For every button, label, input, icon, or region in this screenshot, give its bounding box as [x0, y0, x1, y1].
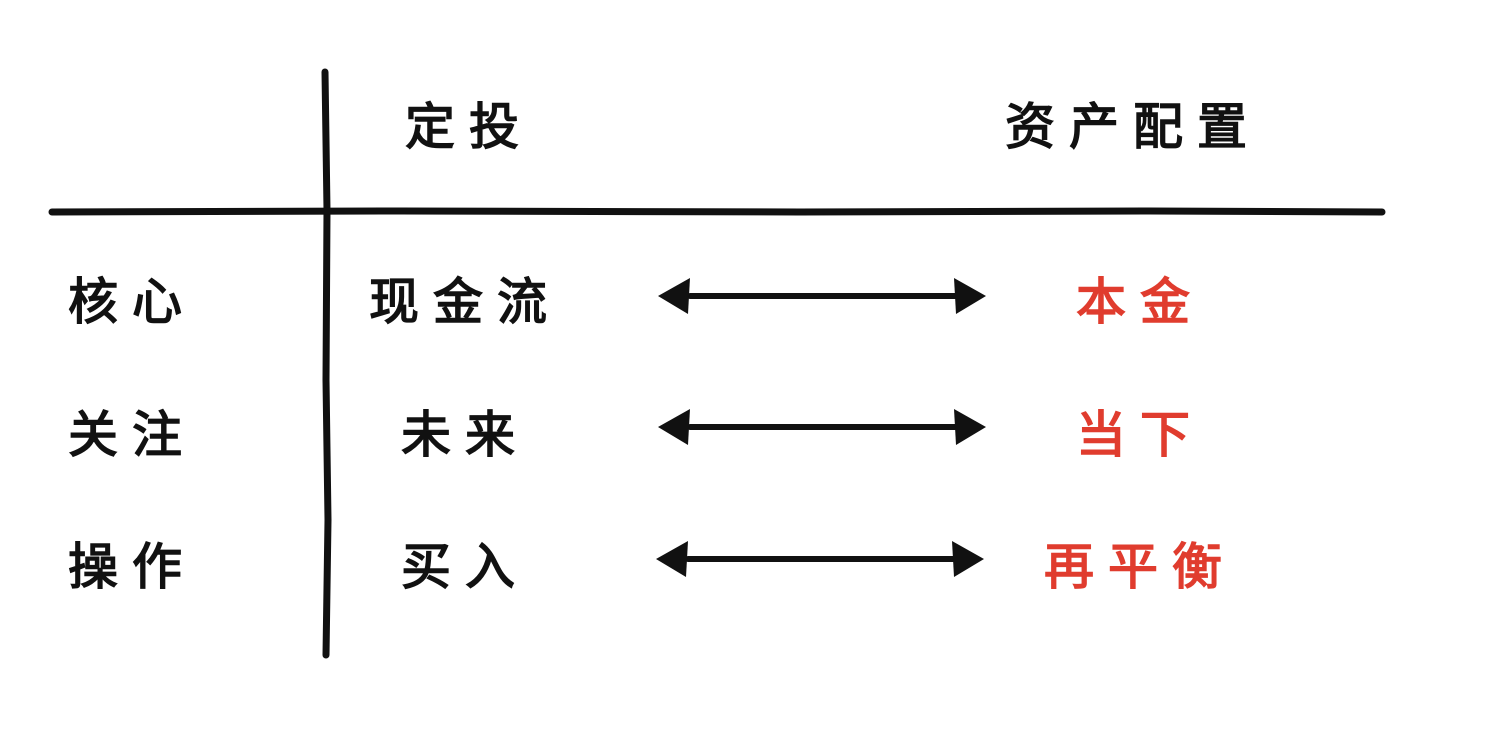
right-cell-operation: 再平衡 — [1044, 538, 1236, 596]
right-cell-focus: 当下 — [1076, 406, 1204, 464]
right-cell-core: 本金 — [1076, 273, 1204, 331]
double-headed-arrow-icon — [656, 541, 984, 577]
double-headed-arrow-icon — [658, 278, 986, 314]
row-label-focus: 关注 — [68, 406, 196, 464]
left-cell-core: 现金流 — [369, 273, 561, 331]
row-label-operation: 操作 — [68, 538, 196, 596]
column-header-right: 资产配置 — [1005, 98, 1261, 156]
vertical-divider — [321, 68, 332, 659]
left-cell-operation: 买入 — [401, 538, 529, 596]
double-headed-arrow-icon — [658, 409, 986, 445]
left-cell-focus: 未来 — [401, 406, 529, 464]
row-label-core: 核心 — [68, 273, 196, 331]
horizontal-divider — [48, 207, 1386, 216]
column-header-left: 定投 — [405, 98, 533, 156]
